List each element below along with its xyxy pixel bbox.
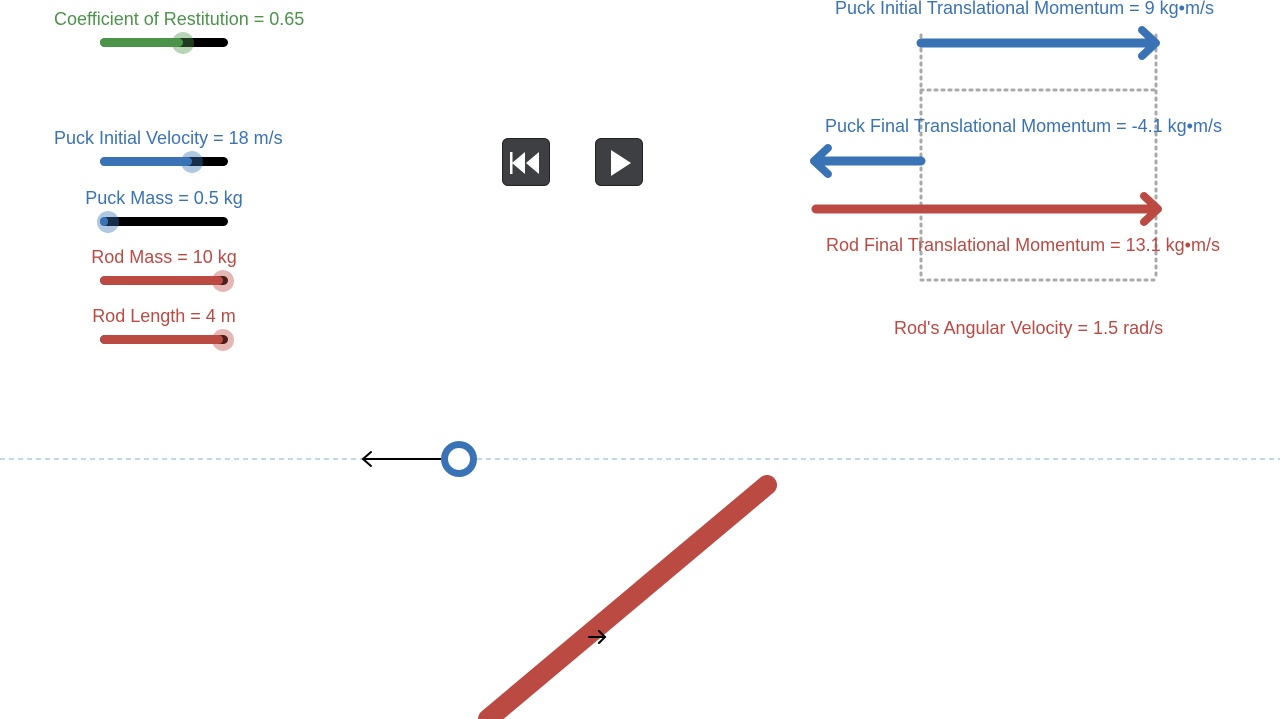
puck-final-momentum-arrow-head <box>809 144 832 178</box>
rod-length-slider-thumb[interactable] <box>212 329 234 351</box>
rod-mass-slider[interactable] <box>100 270 234 292</box>
puck-final-momentum-arrow <box>809 144 926 178</box>
puck-initial-momentum-arrow <box>916 26 1160 60</box>
puck-mass-slider-fill <box>100 217 108 226</box>
puck-mass-label: Puck Mass = 0.5 kg <box>85 188 243 208</box>
puck-velocity-slider-thumb[interactable] <box>181 151 204 173</box>
restitution-slider[interactable] <box>100 32 228 54</box>
rod-final-momentum-arrow-head <box>1140 192 1162 226</box>
puck-velocity-slider-fill <box>100 157 193 166</box>
rod-length-label: Rod Length = 4 m <box>92 306 236 326</box>
rod-length-slider-fill <box>100 335 223 344</box>
restitution-slider-thumb[interactable] <box>172 32 195 54</box>
rod-angular-velocity-label: Rod's Angular Velocity = 1.5 rad/s <box>894 318 1164 338</box>
rod-length-slider[interactable] <box>100 329 234 351</box>
restitution-slider-fill <box>100 38 184 47</box>
rod-mass-slider-thumb[interactable] <box>212 270 234 292</box>
puck[interactable] <box>441 441 477 477</box>
play-button[interactable] <box>595 138 643 186</box>
rod-mass-slider-fill <box>100 276 223 285</box>
puck-final-momentum-label: Puck Final Translational Momentum = -4.1… <box>825 116 1222 136</box>
play-icon <box>611 150 631 176</box>
puck-mass-slider-thumb[interactable] <box>97 211 119 233</box>
rod-final-momentum-label: Rod Final Translational Momentum = 13.1 … <box>826 235 1220 255</box>
rod-velocity-arrow <box>588 630 607 644</box>
rod-mass-label: Rod Mass = 10 kg <box>91 247 237 267</box>
rewind-icon <box>510 152 539 174</box>
restitution-label: Coefficient of Restitution = 0.65 <box>54 9 305 29</box>
rewind-button[interactable] <box>502 138 550 186</box>
puck-initial-momentum-arrow-head <box>1138 26 1160 60</box>
puck-velocity-slider[interactable] <box>100 151 228 173</box>
puck-velocity-label: Puck Initial Velocity = 18 m/s <box>54 128 283 148</box>
rod-final-momentum-arrow <box>811 192 1162 226</box>
puck-initial-momentum-label: Puck Initial Translational Momentum = 9 … <box>835 0 1214 18</box>
puck-mass-slider[interactable] <box>97 211 228 233</box>
rod[interactable] <box>478 475 777 719</box>
